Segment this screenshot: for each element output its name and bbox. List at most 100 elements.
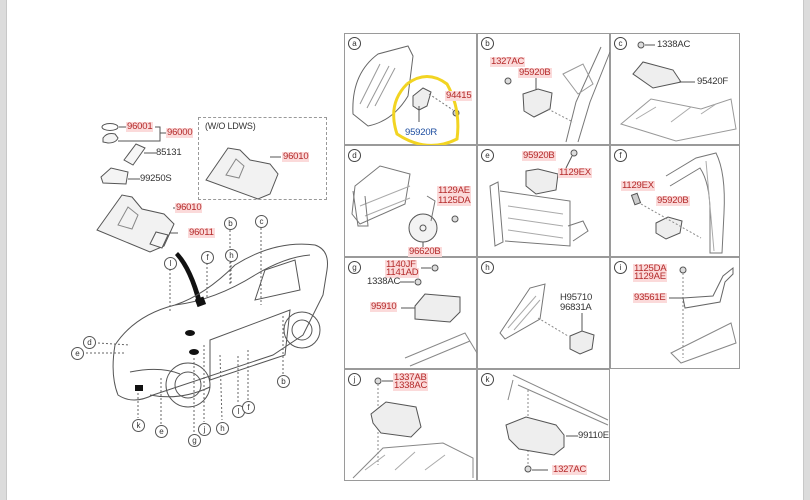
cell-tag: i: [614, 261, 627, 274]
detail-cell-d: d 1129AE 1125DA 96620B: [344, 145, 477, 257]
callout-c: c: [255, 215, 268, 228]
variant-box: [198, 117, 327, 200]
part-label: 1140JF: [385, 259, 417, 270]
sensor-icon: [522, 88, 553, 118]
callout-l: l: [164, 257, 177, 270]
cell-e-artwork: [489, 149, 589, 247]
callout-j: j: [198, 423, 211, 436]
cell-f-artwork: [630, 152, 725, 254]
cell-j-artwork: [352, 377, 474, 479]
radar-sensor-icon: [505, 416, 565, 456]
callout-k: k: [132, 419, 145, 432]
cell-c-artwork: [619, 41, 737, 142]
component-marker: [135, 385, 143, 391]
component-marker: [189, 349, 199, 355]
cell-b-artwork: [504, 46, 611, 143]
arrow-icon: [175, 252, 202, 303]
detail-cell-a: a 94415 95920R: [344, 33, 477, 146]
callout-h: h: [216, 422, 229, 435]
bracket-icon: [632, 61, 682, 89]
detail-cell-i: i 1125DA 1129AE 93561E: [610, 257, 740, 369]
sensor-icon: [412, 87, 432, 111]
cell-k-artwork: [505, 374, 609, 473]
part-label: 95920B: [522, 150, 556, 161]
part-label: 96010: [175, 202, 203, 213]
cell-tag: e: [481, 149, 494, 162]
component-marker: [194, 296, 207, 308]
cell-tag: b: [481, 37, 494, 50]
cell-h-artwork: [499, 283, 595, 355]
detail-cell-j: j 1337AB 1338AC: [344, 369, 477, 481]
detail-cell-h: h H95710 96831A: [477, 257, 610, 369]
cell-d-artwork: [351, 165, 459, 249]
control-module-icon: [414, 293, 461, 323]
part-label: 95420F: [697, 76, 729, 87]
cell-g-artwork: [400, 264, 478, 367]
sensor-lens-icon: [102, 133, 119, 144]
part-label: 96011: [188, 227, 215, 238]
cell-tag: d: [348, 149, 361, 162]
sensor-icon: [569, 330, 595, 355]
ring-part-icon: [101, 123, 119, 131]
cover-part-icon: [123, 143, 146, 166]
part-label: 1129EX: [558, 167, 592, 178]
callout-d: d: [83, 336, 96, 349]
part-label: 93561E: [633, 292, 667, 303]
cell-tag: j: [348, 373, 361, 386]
part-label: 1337AB: [393, 372, 428, 383]
callout-e: e: [71, 347, 84, 360]
highlight-circle: [392, 75, 460, 146]
vehicle-body-outline: [112, 243, 328, 408]
detail-cell-k: k 99110E 1327AC: [477, 369, 610, 481]
part-label: 1338AC: [393, 380, 429, 391]
right-window-edge: [803, 0, 810, 500]
component-marker: [185, 330, 195, 336]
callout-b: b: [224, 217, 237, 230]
part-label: 1327AC: [552, 464, 588, 475]
cell-tag: c: [614, 37, 627, 50]
callout-e: e: [155, 425, 168, 438]
wire-harness-icon: [682, 266, 734, 309]
part-label: 1327AC: [490, 56, 526, 67]
part-label: 1129EX: [621, 180, 655, 191]
part-label: 99110E: [578, 430, 609, 441]
horn-icon: [408, 213, 438, 243]
sensor-icon: [525, 168, 559, 195]
part-label: 95910: [370, 301, 398, 312]
callout-b: b: [277, 375, 290, 388]
cell-tag: a: [348, 37, 361, 50]
callout-f: f: [201, 251, 214, 264]
cell-tag: k: [481, 373, 494, 386]
bracket-part-icon: [100, 167, 129, 185]
part-label: H95710: [560, 292, 593, 303]
part-label: 1129AE: [633, 271, 667, 282]
part-label: 96000: [166, 127, 194, 138]
cell-tag: g: [348, 261, 361, 274]
part-label: 96010: [282, 151, 310, 162]
console-no-ldws-icon: [205, 147, 279, 200]
callout-leaders: [86, 228, 284, 432]
part-label: 96620B: [408, 246, 442, 257]
part-label: 1338AC: [367, 276, 401, 287]
detail-cell-c: c 1338AC 95420F: [610, 33, 740, 145]
cell-tag: h: [481, 261, 494, 274]
callout-g: g: [188, 434, 201, 447]
cell-tag: f: [614, 149, 627, 162]
trim-part-icon: [149, 231, 169, 249]
cell-i-artwork: [669, 266, 737, 364]
detail-cell-b: b 1327AC 95920B: [477, 33, 611, 145]
part-label: 99250S: [140, 173, 172, 184]
part-label: 96831A: [560, 302, 592, 313]
part-label: 94415: [445, 90, 473, 101]
variant-title: (W/O LDWS): [205, 121, 256, 131]
part-label: 1125DA: [437, 195, 472, 206]
part-label: 1338AC: [657, 39, 691, 50]
callout-h: h: [225, 249, 238, 262]
overview-artwork: [86, 123, 328, 432]
part-label: 95920B: [518, 67, 552, 78]
part-label: 1125DA: [633, 263, 668, 274]
part-label: 85131: [156, 147, 182, 158]
cell-a-artwork: [352, 45, 460, 146]
part-label: 95920B: [656, 195, 690, 206]
detail-cell-e: e 95920B 1129EX: [477, 145, 610, 257]
